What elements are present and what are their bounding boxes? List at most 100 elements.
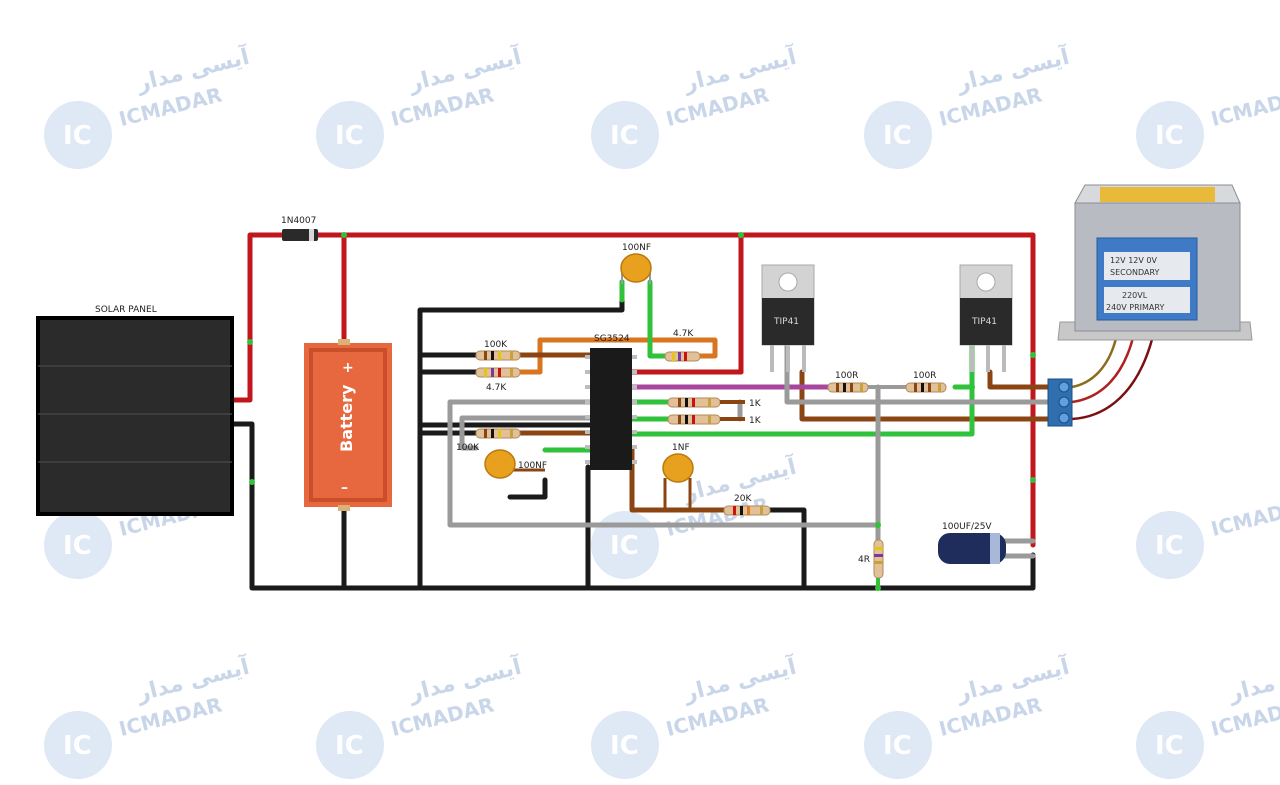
watermark-badge: IC: [610, 731, 639, 761]
transistor-label: TIP41: [773, 317, 799, 327]
ic-pin: [585, 370, 590, 374]
resistor-band: [938, 383, 941, 392]
ic-pin: [632, 445, 637, 449]
watermark-logo: [591, 511, 659, 579]
capacitor-1nf: 1NF: [662, 443, 694, 510]
resistor-band: [928, 383, 931, 392]
resistor-label: 1K: [749, 399, 762, 409]
junction-dot: [249, 479, 255, 485]
watermark: IC ICMADAR آیسی مدار: [864, 42, 1072, 169]
resistor-band: [678, 352, 681, 361]
transformer-secondary-label-2: SECONDARY: [1110, 268, 1160, 277]
watermark-logo: [1136, 711, 1204, 779]
watermark-badge: IC: [335, 731, 364, 761]
resistor-4k7-right: 4.7K: [664, 329, 701, 362]
green-wires: [542, 279, 975, 453]
resistor-band: [510, 368, 513, 377]
transistor-body: [960, 298, 1012, 345]
resistor-band: [740, 506, 743, 515]
watermark-badge: IC: [1155, 731, 1184, 761]
resistor-1k-a: 1K: [667, 397, 762, 409]
watermark-logo: [591, 101, 659, 169]
watermark-latin: ICMADAR: [1209, 82, 1280, 131]
watermark: IC ICMADAR آیسی مدار: [316, 42, 524, 169]
watermark: IC ICMADAR: [1136, 82, 1280, 169]
resistor-band: [874, 547, 883, 550]
resistor-20k: 20K: [723, 494, 771, 516]
resistor-band: [747, 506, 750, 515]
watermark: IC ICMADAR آیسی مدار: [1136, 652, 1280, 779]
transistor-tip41-left: TIP41: [761, 264, 815, 372]
resistor-label: 1K: [749, 416, 762, 426]
resistor-4k7-left: 4.7K: [475, 367, 521, 393]
electrolytic-body: [938, 533, 1006, 564]
watermark-logo: [864, 101, 932, 169]
brown-wire: [987, 369, 1053, 390]
transformer-primary-label: 220VL: [1122, 291, 1148, 300]
ic-pin: [585, 400, 590, 404]
watermark-latin: ICMADAR: [117, 692, 225, 741]
junction-dot: [1030, 477, 1036, 483]
resistor-body: [873, 539, 884, 579]
ic-label: SG3524: [594, 334, 630, 344]
junction-dot: [875, 585, 881, 591]
resistor-band: [498, 368, 501, 377]
resistor-band: [685, 415, 688, 424]
solar-panel-label: SOLAR PANEL: [95, 305, 157, 315]
watermark-badge: IC: [610, 121, 639, 151]
battery: Battery + –: [304, 339, 392, 511]
diode-cathode-band: [309, 229, 314, 241]
watermark-latin: ICMADAR: [389, 82, 497, 131]
terminal-block: [1047, 378, 1073, 427]
capacitor-100nf-bottom: 100NF: [484, 449, 547, 479]
resistor-band: [921, 383, 924, 392]
resistor-label: 100K: [484, 340, 508, 350]
watermark-latin: ICMADAR: [937, 82, 1045, 131]
watermark-badge: IC: [883, 121, 912, 151]
electrolytic-capacitor: 100UF/25V: [938, 522, 1006, 564]
ic-pin: [632, 385, 637, 389]
transformer-primary-label-area: [1104, 287, 1190, 313]
watermark-latin: ICMADAR: [664, 82, 772, 131]
red-wire: [315, 232, 1036, 548]
transformer-secondary-label: 12V 12V 0V: [1110, 256, 1157, 265]
green-wire: [647, 279, 668, 359]
orange-wire: [517, 337, 718, 375]
ic-pin: [585, 460, 590, 464]
resistor-band: [491, 429, 494, 438]
transformer-sticker: [1100, 187, 1215, 202]
watermark-logo: [1136, 511, 1204, 579]
watermark-badge: IC: [63, 731, 92, 761]
diode-label: 1N4007: [281, 216, 316, 226]
watermark-latin: ICMADAR: [117, 82, 225, 131]
watermark-logo: [44, 711, 112, 779]
transistor-body: [762, 298, 814, 345]
resistor-band: [678, 398, 681, 407]
watermark-persian: آیسی مدار: [1225, 652, 1280, 707]
resistor-band: [692, 398, 695, 407]
resistor-band: [843, 383, 846, 392]
watermark-logo: [44, 511, 112, 579]
resistor-label: 100R: [835, 371, 858, 381]
resistor-band: [708, 415, 711, 424]
electrolytic-stripe: [990, 533, 1000, 564]
watermark-latin: ICMADAR: [389, 692, 497, 741]
watermark: IC ICMADAR آیسی مدار: [44, 42, 252, 169]
resistor-label: 20K: [734, 494, 752, 504]
watermark-logo: [864, 711, 932, 779]
watermark-badge: IC: [610, 531, 639, 561]
ic-pin: [585, 430, 590, 434]
resistor-band: [484, 368, 487, 377]
capacitor-100nf-top: 100NF: [620, 243, 652, 284]
transformer: 12V 12V 0V SECONDARY 220VL 240V PRIMARY: [1057, 184, 1253, 341]
capacitor-body: [662, 453, 694, 483]
junction-dots: [247, 232, 1036, 591]
resistor-band: [708, 398, 711, 407]
resistor-4r: 4R: [858, 539, 884, 579]
resistor-band: [491, 351, 494, 360]
battery-label: Battery: [337, 384, 356, 452]
transformer-primary-label-2: 240V PRIMARY: [1106, 303, 1164, 312]
ic-pin: [585, 445, 590, 449]
watermark: IC ICMADAR آیسی مدار: [864, 652, 1072, 779]
watermark-logo: [316, 101, 384, 169]
